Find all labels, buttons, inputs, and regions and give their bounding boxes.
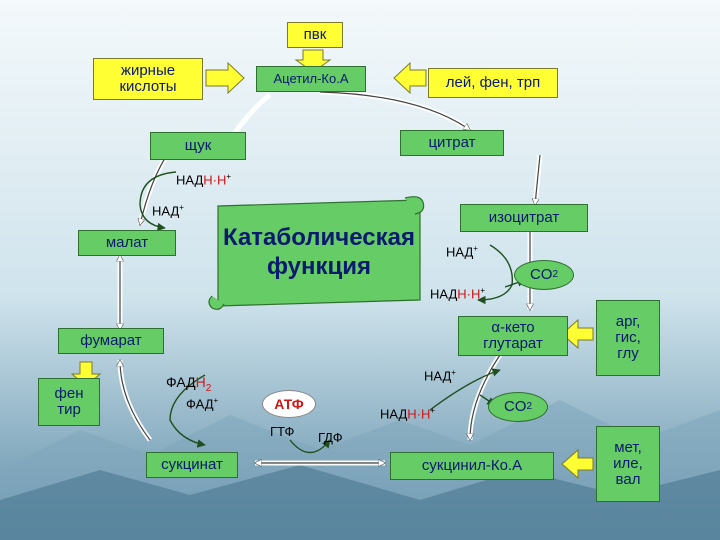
pvk-box: пвк <box>287 22 343 48</box>
fen-tir-box: фен тир <box>38 378 100 426</box>
nadh-label-bottom: НАДН·Н+ <box>380 406 436 422</box>
atf-oval: АТФ <box>262 390 316 418</box>
val-line: вал <box>615 470 641 488</box>
fen-line: фен <box>54 385 84 403</box>
fadh2-label: ФАДН2 <box>166 374 212 394</box>
alpha-ketoglutarate-box: α-кето глутарат <box>458 316 568 356</box>
nad-label-top: НАД+ <box>152 203 184 219</box>
lei-fen-trp-box: лей, фен, трп <box>428 68 558 98</box>
malate-box: малат <box>78 230 176 256</box>
shchuk-box: щук <box>150 132 246 160</box>
nadh-label-right: НАДН·Н+ <box>430 286 486 302</box>
arg-line: арг, <box>615 313 641 331</box>
nad-label-right: НАД+ <box>446 244 478 260</box>
acetyl-coa-box: Ацетил-Ко.А <box>256 66 366 92</box>
citrate-box: цитрат <box>400 130 504 156</box>
scroll-shape <box>208 196 425 310</box>
gis-line: гис, <box>615 329 641 347</box>
ile-line: иле, <box>613 455 643 473</box>
met-ile-val-box: мет, иле, вал <box>596 426 660 502</box>
catabolic-function-title: Катаболическая функция <box>222 224 416 282</box>
fad-label: ФАД+ <box>186 396 219 412</box>
catabolic-line1: Катаболическая <box>223 224 415 251</box>
gdf-label: ГДФ <box>318 430 343 445</box>
tir-line: тир <box>57 401 81 418</box>
fumarate-box: фумарат <box>58 328 164 354</box>
isocitrate-box: изоцитрат <box>460 204 588 232</box>
catabolic-line2: функция <box>266 252 372 280</box>
succinate-box: сукцинат <box>146 452 238 478</box>
glu-line: глу <box>617 344 639 362</box>
gtf-label: ГТФ <box>270 424 295 439</box>
nad-label-bottom: НАД+ <box>424 368 456 384</box>
akg-line1: α-кето <box>491 319 535 337</box>
met-line: мет, <box>614 439 642 457</box>
arg-gis-glu-box: арг, гис, глу <box>596 300 660 376</box>
fatty-acids-line2: кислоты <box>119 78 177 95</box>
akg-line2: глутарат <box>483 335 543 352</box>
nadh-label-top: НАДН·Н+ <box>176 172 232 188</box>
fatty-acids-box: жирные кислоты <box>93 58 203 100</box>
fatty-acids-line1: жирные <box>120 62 176 80</box>
succinyl-coa-box: сукцинил-Ко.А <box>390 452 554 480</box>
